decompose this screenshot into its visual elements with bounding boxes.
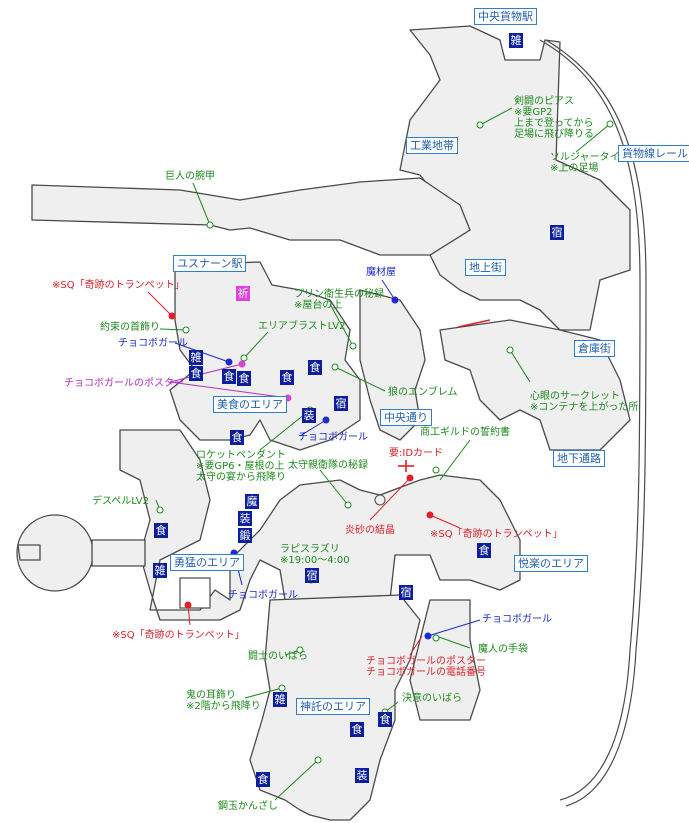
- poster-chocobo-girl: チョコボガールのポスター: [64, 378, 184, 389]
- locked-door: [457, 319, 491, 328]
- shop-food-icon: 食: [477, 543, 491, 558]
- shop-misc-icon: 雑: [509, 33, 523, 48]
- shop-food-icon: 食: [189, 366, 203, 381]
- item-demon-gloves: 魔人の手袋: [478, 644, 528, 655]
- npc-magic-shop: 魔材屋: [366, 267, 396, 278]
- shop-inn-icon: 宿: [305, 568, 319, 583]
- item-heart-circlet: 心眼のサークレット ※コンテナを上がった所: [530, 391, 639, 413]
- shop-food-icon: 食: [230, 430, 244, 445]
- item-wolf-emblem: 狼のエンブレム: [388, 387, 458, 398]
- item-prin-secret: プリン衛生兵の秘録 ※屋台の上: [294, 289, 384, 311]
- item-promised-ring: 約束の首飾り: [100, 322, 160, 333]
- quest-trumpet-nw: ※SQ「奇跡のトランペット」: [52, 280, 185, 291]
- npc-chocobo-girl-center: チョコボガール: [298, 432, 368, 443]
- area-gourmet: 美食のエリア: [213, 396, 287, 413]
- area-oracle: 神託のエリア: [296, 698, 370, 715]
- npc-chocobo-girl-brave: チョコボガール: [228, 590, 298, 601]
- area-yusnaan-station: ユスナーン駅: [173, 255, 247, 272]
- shop-inn-icon: 宿: [334, 396, 348, 411]
- shop-food-icon: 食: [256, 772, 270, 787]
- shop-armor-icon: 装: [238, 511, 252, 526]
- quest-trumpet-sw: ※SQ「奇跡のトランペット」: [112, 630, 245, 641]
- item-fighter-thorn: 闘士のいばら: [248, 651, 308, 662]
- prayer-icon: 祈: [236, 286, 250, 301]
- area-underground-passage: 地下通路: [553, 450, 605, 467]
- shop-food-icon: 食: [237, 371, 251, 386]
- shop-food-icon: 食: [350, 722, 364, 737]
- area-pleasure: 悦楽のエリア: [514, 555, 588, 572]
- item-area-blast: エリアブラストLV2: [258, 321, 346, 332]
- item-soldier-tie: ソルジャータイ ※上の足場: [550, 152, 620, 174]
- item-giant-arm: 巨人の腕甲: [165, 171, 215, 182]
- area-central-freight-station: 中央貨物駅: [474, 8, 537, 25]
- shop-magic-icon: 魔: [245, 494, 259, 509]
- shop-misc-icon: 雑: [189, 350, 203, 365]
- shop-food-icon: 食: [280, 370, 294, 385]
- item-steel-hairpin: 鋼玉かんざし: [218, 801, 278, 812]
- item-rocket-pendant: ロケットペンダント ※要GP6・屋根の上 太守の宴から飛降り: [196, 450, 286, 483]
- shop-inn-icon: 宿: [550, 225, 564, 240]
- shop-inn-icon: 宿: [399, 585, 413, 600]
- quest-trumpet-east: ※SQ「奇跡のトランペット」: [430, 529, 563, 540]
- item-sword-pierce: 剣闘のピアス ※要GP2 上まで登ってから 足場に飛び降りる: [514, 96, 594, 140]
- area-central-street: 中央通り: [380, 409, 432, 426]
- area-ground-street: 地上街: [465, 259, 506, 276]
- area-industrial-zone: 工業地帯: [406, 137, 458, 154]
- item-demon-earring: 鬼の耳飾り ※2階から飛降り: [186, 690, 261, 712]
- item-guard-secret: 太守親衛隊の秘録: [288, 460, 368, 471]
- shop-gauge-icon: 鍛: [238, 528, 252, 543]
- npc-chocobo-girl-west: チョコボガール: [118, 338, 188, 349]
- shop-misc-icon: 雑: [273, 692, 287, 707]
- area-warehouse-street: 倉庫街: [574, 340, 615, 357]
- item-resolve-thorn: 決意のいばら: [402, 693, 462, 704]
- note-need-id-card: 要:IDカード: [389, 448, 444, 459]
- shop-food-icon: 食: [308, 360, 322, 375]
- item-merchant-pledge: 商工ギルドの誓約書: [420, 427, 510, 438]
- item-lapis-lazuli: ラピスラズリ ※19:00～4:00: [280, 544, 350, 566]
- npc-chocobo-girl-east: チョコボガール: [482, 614, 552, 625]
- shop-armor-icon: 装: [302, 408, 316, 423]
- shop-armor-icon: 装: [355, 768, 369, 783]
- shop-misc-icon: 雑: [153, 563, 167, 578]
- shop-food-icon: 食: [154, 523, 168, 538]
- item-despell: デスペルLV2: [92, 496, 149, 507]
- freight-rail-line: [539, 39, 641, 801]
- item-flame-crystal: 炎砂の結晶: [345, 525, 395, 536]
- item-chocobo-phone: チョコボガールのポスター チョコボガールの電話番号: [366, 656, 486, 678]
- shop-food-icon: 食: [378, 712, 392, 727]
- shop-food-icon: 食: [222, 369, 236, 384]
- area-freight-rail: 貨物線レール: [618, 145, 689, 162]
- area-brave: 勇猛のエリア: [170, 554, 244, 571]
